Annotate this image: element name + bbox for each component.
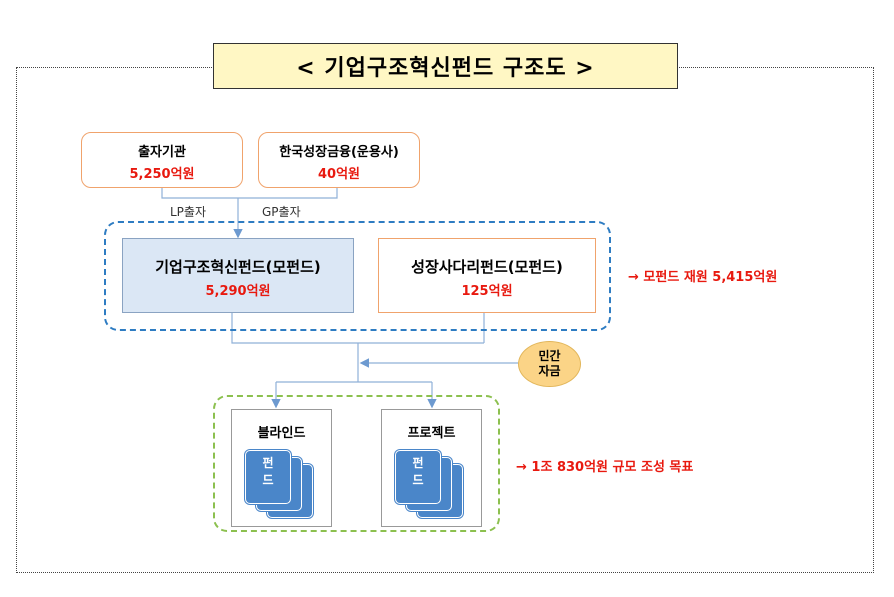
mother-fund-amount: 5,290억원	[205, 284, 271, 299]
mother-fund-growth-ladder: 성장사다리펀드(모펀드) 125억원	[378, 238, 596, 313]
card-text-line2: 드	[262, 473, 274, 487]
mother-fund-name: 기업구조혁신펀드(모펀드)	[155, 258, 321, 276]
investor-line-a	[161, 188, 238, 199]
mother-line-a	[231, 313, 484, 344]
investor-name: 한국성장금융(운용사)	[279, 145, 399, 160]
private-capital-circle: 민간 자금	[518, 341, 581, 387]
mother-fund-group	[104, 221, 611, 331]
investor-box-manager: 한국성장금융(운용사) 40억원	[258, 132, 420, 188]
sub-fund-name: 블라인드	[257, 426, 306, 441]
private-capital-line1: 민간	[538, 349, 561, 363]
lp-label: LP출자	[170, 205, 207, 219]
fund-stack-icon: 펀 드	[395, 450, 465, 518]
mother-fund-name: 성장사다리펀드(모펀드)	[411, 258, 563, 276]
diagram-title: < 기업구조혁신펀드 구조도 >	[213, 43, 678, 89]
card-text-line1: 펀	[412, 456, 424, 470]
mother-fund-restructuring: 기업구조혁신펀드(모펀드) 5,290억원	[122, 238, 354, 313]
investor-line-b	[238, 188, 338, 199]
sub-fund-project: 프로젝트 펀 드	[381, 409, 482, 527]
private-capital-line2: 자금	[538, 364, 561, 378]
sub-fund-blind: 블라인드 펀 드	[231, 409, 332, 527]
investor-box-institutions: 출자기관 5,250억원	[81, 132, 243, 188]
sub-fund-name: 프로젝트	[407, 426, 456, 441]
investor-name: 출자기관	[138, 145, 186, 160]
target-note: → 1조 830억원 규모 조성 목표	[516, 460, 694, 475]
card-text-line1: 펀	[262, 456, 274, 470]
investor-amount: 40억원	[317, 167, 360, 182]
mother-fund-amount: 125억원	[461, 284, 513, 299]
fund-stack-icon: 펀 드	[245, 450, 315, 518]
mother-total-note: → 모펀드 재원 5,415억원	[628, 270, 778, 285]
sub-fund-group	[213, 395, 500, 532]
card-text-line2: 드	[412, 473, 424, 487]
investor-amount: 5,250억원	[129, 167, 195, 182]
gp-label: GP출자	[262, 205, 301, 219]
